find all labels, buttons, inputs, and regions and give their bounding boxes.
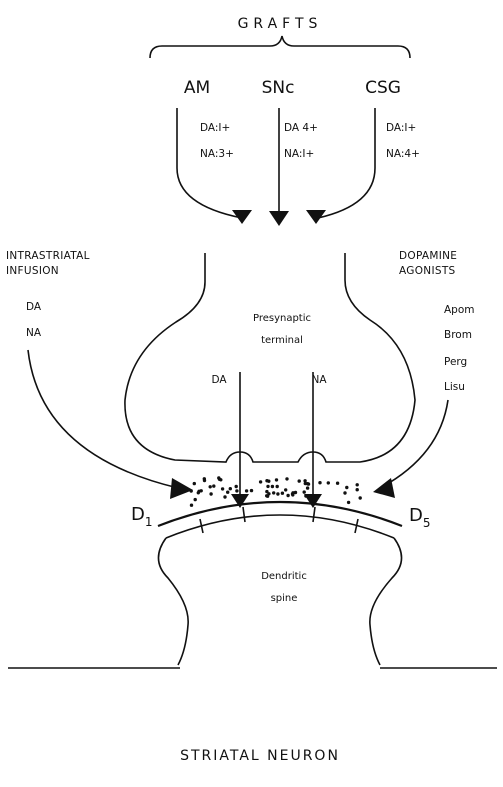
transmitter-dot — [265, 490, 268, 493]
receptor-d5: D5 — [409, 505, 431, 530]
transmitter-dot — [276, 485, 279, 488]
transmitter-dot — [356, 488, 359, 491]
transmitter-dot — [298, 479, 301, 482]
transmitter-dot — [194, 498, 197, 501]
transmitter-dot — [356, 483, 359, 486]
transmitter-dot — [345, 486, 348, 489]
graft-am-na: NA:3+ — [200, 148, 234, 160]
transmitter-dot — [217, 476, 220, 479]
transmitter-dot — [209, 485, 212, 488]
transmitter-dot — [343, 491, 346, 494]
agonists-title-2: AGONISTS — [399, 265, 456, 277]
arrow-infusion — [28, 350, 178, 488]
presynaptic-label-1: Presynaptic — [253, 313, 311, 324]
arrowhead-snc — [269, 211, 289, 226]
agonist-perg: Perg — [444, 356, 467, 368]
postsynaptic-membrane-top — [158, 502, 402, 526]
transmitter-dot — [272, 491, 275, 494]
transmitter-dot — [307, 482, 310, 485]
transmitter-dot — [303, 490, 306, 493]
transmitter-dot — [284, 488, 287, 491]
transmitter-dot — [212, 484, 215, 487]
agonist-apom: Apom — [444, 304, 475, 316]
arrow-agonists — [382, 400, 448, 487]
receptor-divider-2 — [243, 507, 245, 522]
transmitter-dot — [271, 485, 274, 488]
presynaptic-label-2: terminal — [261, 335, 303, 346]
transmitter-dot — [229, 487, 232, 490]
postsynaptic-membrane-bottom — [166, 515, 394, 538]
transmitter-dot — [265, 479, 268, 482]
transmitter-dot — [250, 489, 253, 492]
infusion-item-da: DA — [26, 301, 42, 313]
graft-label-am: AM — [184, 78, 210, 98]
transmitter-dot — [359, 496, 362, 499]
grafts-title: GRAFTS — [238, 16, 323, 32]
transmitter-dot — [291, 493, 294, 496]
transmitter-dot — [235, 489, 238, 492]
transmitter-dot — [259, 480, 262, 483]
infusion-title-1: INTRASTRIATAL — [6, 250, 90, 262]
receptor-d1: D1 — [131, 504, 153, 529]
arrow-csg — [318, 108, 375, 218]
transmitter-dot — [304, 494, 307, 497]
transmitter-dot — [304, 482, 307, 485]
infusion-title-2: INFUSION — [6, 265, 59, 277]
transmitter-dot — [327, 481, 330, 484]
transmitter-dot — [235, 485, 238, 488]
transmitter-dot — [281, 492, 284, 495]
transmitter-dot — [275, 478, 278, 481]
transmitter-dot — [347, 501, 350, 504]
transmitter-dot — [203, 479, 206, 482]
graft-snc-na: NA:I+ — [284, 148, 314, 160]
transmitter-dot — [226, 491, 229, 494]
transmitter-dot — [245, 489, 248, 492]
terminal-na-label: NA — [311, 374, 327, 386]
receptor-divider-3 — [313, 507, 315, 522]
agonist-brom: Brom — [444, 329, 472, 341]
transmitter-dot — [190, 489, 193, 492]
striatal-neuron-label: STRIATAL NEURON — [180, 748, 340, 764]
graft-snc-da: DA 4+ — [284, 122, 318, 134]
presynaptic-terminal — [125, 253, 415, 462]
transmitter-dot — [318, 481, 321, 484]
transmitter-dot — [197, 490, 200, 493]
spine-label-1: Dendritic — [261, 571, 307, 582]
transmitter-dot — [193, 482, 196, 485]
agonist-lisu: Lisu — [444, 381, 465, 393]
graft-am-da: DA:I+ — [200, 122, 230, 134]
transmitter-dot — [209, 492, 212, 495]
transmitter-dot — [306, 486, 309, 489]
transmitter-dot — [276, 492, 279, 495]
transmitter-dot — [286, 494, 289, 497]
graft-label-csg: CSG — [365, 78, 401, 98]
arrowhead-infusion — [170, 478, 193, 499]
transmitter-dot — [294, 491, 297, 494]
transmitter-dot — [266, 485, 269, 488]
grafts-brace — [150, 36, 410, 58]
graft-csg-da: DA:I+ — [386, 122, 416, 134]
transmitter-dot — [221, 487, 224, 490]
graft-csg-na: NA:4+ — [386, 148, 420, 160]
agonists-title-1: DOPAMINE — [399, 250, 457, 262]
transmitter-dot — [237, 494, 240, 497]
transmitter-dot — [336, 482, 339, 485]
transmitter-dot — [190, 504, 193, 507]
spine-label-2: spine — [271, 593, 298, 604]
graft-label-snc: SNc — [262, 78, 295, 98]
transmitter-dot — [223, 495, 226, 498]
transmitter-dot — [285, 477, 288, 480]
infusion-item-na: NA — [26, 327, 42, 339]
terminal-da-label: DA — [211, 374, 227, 386]
